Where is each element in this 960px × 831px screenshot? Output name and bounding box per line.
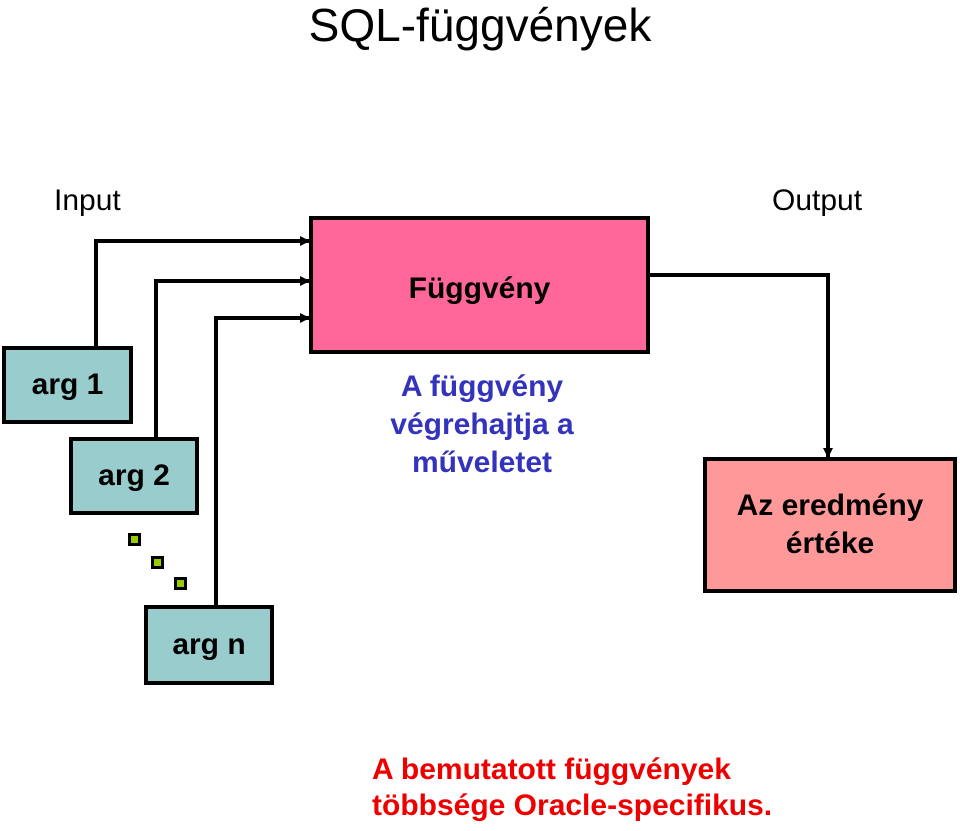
input-label: Input <box>54 184 121 217</box>
result-line: Az eredmény <box>736 489 924 522</box>
arg-n-box: arg n <box>144 605 274 685</box>
footnote-line: többsége Oracle-specifikus. <box>372 789 773 822</box>
arg-2-label: arg 2 <box>98 459 170 492</box>
arg2-connector <box>154 276 310 437</box>
description-line: végrehajtja a <box>390 408 574 441</box>
arg-n-label: arg n <box>172 628 246 661</box>
arg-2-box: arg 2 <box>69 437 199 515</box>
function-box-label: Függvény <box>408 272 551 305</box>
arg1-connector <box>94 236 310 346</box>
page-title: SQL-függvények <box>308 0 652 51</box>
result-box: Az eredmény értéke <box>703 457 957 593</box>
arg-1-box: arg 1 <box>2 346 133 424</box>
ellipsis-dot <box>128 533 141 546</box>
footnote: A bemutatott függvények többsége Oracle-… <box>372 752 772 824</box>
function-description: A függvény végrehajtja a műveletet <box>350 368 614 482</box>
argn-connector <box>214 313 310 607</box>
description-line: A függvény <box>400 370 564 403</box>
footnote-line: A bemutatott függvények <box>372 753 731 786</box>
ellipsis-dot <box>174 577 187 590</box>
arg-1-label: arg 1 <box>31 368 104 401</box>
result-line: értéke <box>785 527 875 560</box>
ellipsis-dot <box>151 556 164 569</box>
output-label: Output <box>772 184 863 217</box>
output-connector <box>649 273 833 458</box>
description-line: műveletet <box>411 446 553 479</box>
function-box: Függvény <box>309 216 650 354</box>
